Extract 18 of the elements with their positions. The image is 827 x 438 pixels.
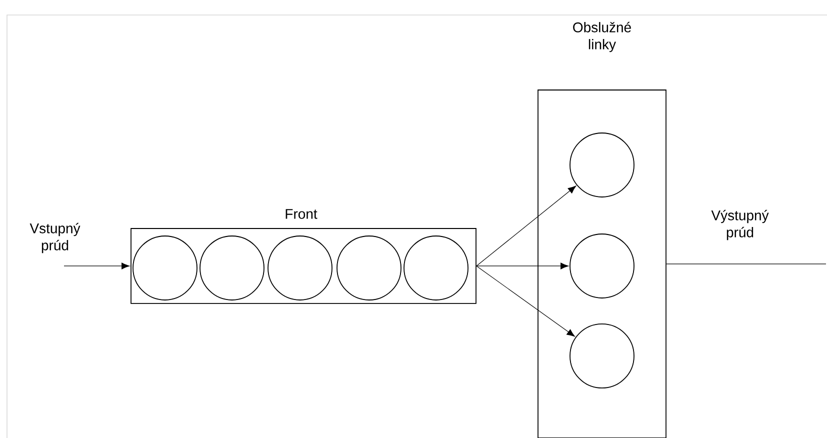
arrow xyxy=(476,186,576,266)
arrow xyxy=(476,266,575,337)
circle xyxy=(570,132,634,198)
circle xyxy=(570,234,634,298)
edge-label: Výstupný prúd xyxy=(704,208,776,242)
circle xyxy=(336,236,402,300)
node-label: Obslužné linky xyxy=(573,22,631,52)
circle xyxy=(570,324,634,388)
arrow xyxy=(476,262,569,270)
edge-label: Vstupný prúd xyxy=(19,222,91,254)
circle xyxy=(268,236,332,300)
queue-box: Front xyxy=(130,209,476,304)
node-label: Front xyxy=(286,209,318,219)
server-box: Obslužné linky xyxy=(538,22,666,438)
circle xyxy=(132,236,198,300)
circle xyxy=(404,236,468,300)
arrow xyxy=(64,262,130,270)
circle xyxy=(200,236,264,300)
